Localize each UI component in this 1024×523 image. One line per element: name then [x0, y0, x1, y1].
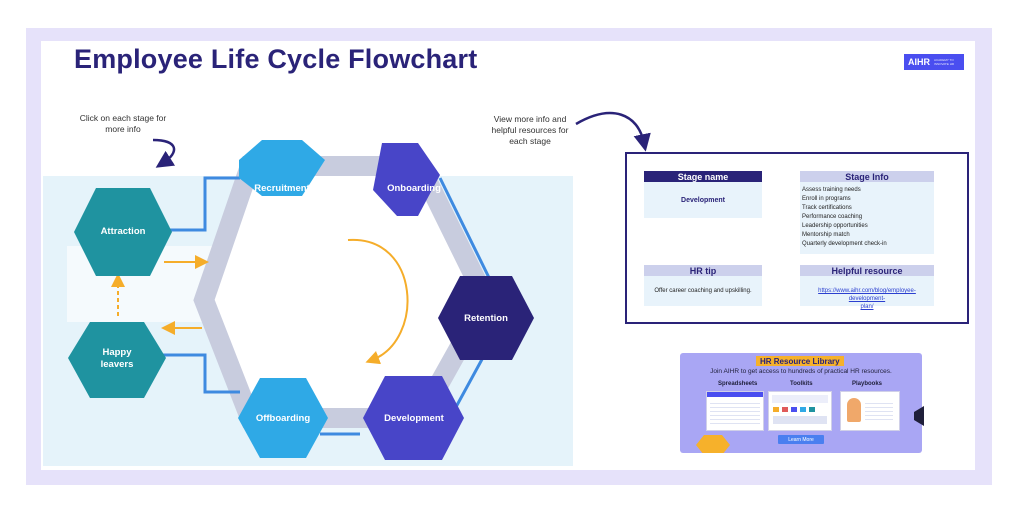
stage-onboarding-label: Onboarding: [387, 183, 441, 194]
hr-resource-library-banner[interactable]: HR Resource Library Join AIHR to get acc…: [680, 353, 922, 453]
click-instruction: Click on each stage for more info: [62, 113, 184, 135]
logo-text: AIHR: [908, 57, 930, 67]
library-col-playbooks: Playbooks: [852, 381, 883, 387]
stage-offboarding-label: Offboarding: [256, 413, 311, 424]
spreadsheet-thumbnail[interactable]: [706, 391, 764, 431]
stage-offboarding[interactable]: Offboarding: [238, 378, 328, 458]
stage-info-list: Assess training needs Enroll in programs…: [800, 182, 934, 254]
stage-development-label: Development: [384, 413, 444, 424]
click-instruction-arrow: [152, 138, 176, 168]
stage-info-header: Stage Info: [800, 171, 934, 182]
stage-info-item: Quarterly development check-in: [802, 241, 887, 247]
hr-tip-header: HR tip: [644, 265, 762, 276]
stage-onboarding[interactable]: Onboarding: [373, 143, 441, 216]
resource-link-line-1: https://www.aihr.com/blog/employee-devel…: [818, 288, 916, 302]
stage-development[interactable]: Development: [363, 376, 464, 460]
cycle-direction-arrow: [347, 238, 409, 365]
stage-attraction[interactable]: Attraction: [74, 188, 172, 276]
stage-happy-leavers-label-2: leavers: [101, 359, 134, 370]
logo-subtext: ACADEMY TO INNOVATE HR: [934, 58, 955, 66]
page-title: Employee Life Cycle Flowchart: [74, 44, 478, 74]
toolkit-thumbnail[interactable]: [768, 391, 832, 431]
hr-tip-text: Offer career coaching and upskilling.: [644, 276, 762, 306]
info-instruction: View more info and helpful resources for…: [470, 114, 590, 147]
next-slide-arrow[interactable]: [914, 406, 924, 426]
stage-info-item: Assess training needs: [802, 187, 861, 193]
stage-retention[interactable]: Retention: [438, 276, 534, 360]
click-instruction-line-1: Click on each stage for: [79, 113, 167, 123]
info-instruction-line-1: View more info and: [493, 114, 567, 124]
info-instruction-line-3: each stage: [509, 136, 551, 146]
playbook-thumbnail[interactable]: [840, 391, 900, 431]
stage-name-header: Stage name: [644, 171, 762, 182]
stage-info-item: Enroll in programs: [802, 196, 851, 202]
stage-info-panel: Stage name Development Stage Info Assess…: [625, 152, 969, 324]
info-instruction-line-2: helpful resources for: [491, 125, 569, 135]
aihr-logo[interactable]: AIHR ACADEMY TO INNOVATE HR: [904, 54, 964, 70]
stage-attraction-label: Attraction: [101, 226, 146, 237]
stage-happy-leavers[interactable]: Happy leavers: [68, 322, 166, 398]
library-decoration-hexagon: [696, 435, 730, 453]
library-description: Join AIHR to get access to hundreds of p…: [710, 368, 892, 375]
stage-recruitment-label: Recruitment: [254, 183, 310, 194]
library-col-spreadsheets: Spreadsheets: [718, 381, 758, 387]
stage-info-item: Leadership opportunities: [802, 223, 868, 229]
stage-recruitment[interactable]: Recruitment: [239, 140, 325, 196]
stage-name-value: Development: [644, 182, 762, 218]
stage-info-item: Performance coaching: [802, 214, 863, 220]
stage-happy-leavers-label-1: Happy: [102, 347, 132, 358]
stage-retention-label: Retention: [464, 313, 508, 324]
learn-more-button[interactable]: Learn More: [778, 435, 824, 444]
library-title: HR Resource Library: [756, 356, 844, 366]
resource-link-line-2: plan/: [860, 304, 874, 310]
helpful-resource-link[interactable]: https://www.aihr.com/blog/employee-devel…: [800, 276, 934, 310]
info-instruction-arrow: [575, 112, 651, 152]
library-col-toolkits: Toolkits: [790, 381, 813, 387]
helpful-resource-header: Helpful resource: [800, 265, 934, 276]
click-instruction-line-2: more info: [105, 124, 141, 134]
stage-info-item: Mentorship match: [802, 232, 850, 238]
stage-info-item: Track certifications: [802, 205, 852, 211]
